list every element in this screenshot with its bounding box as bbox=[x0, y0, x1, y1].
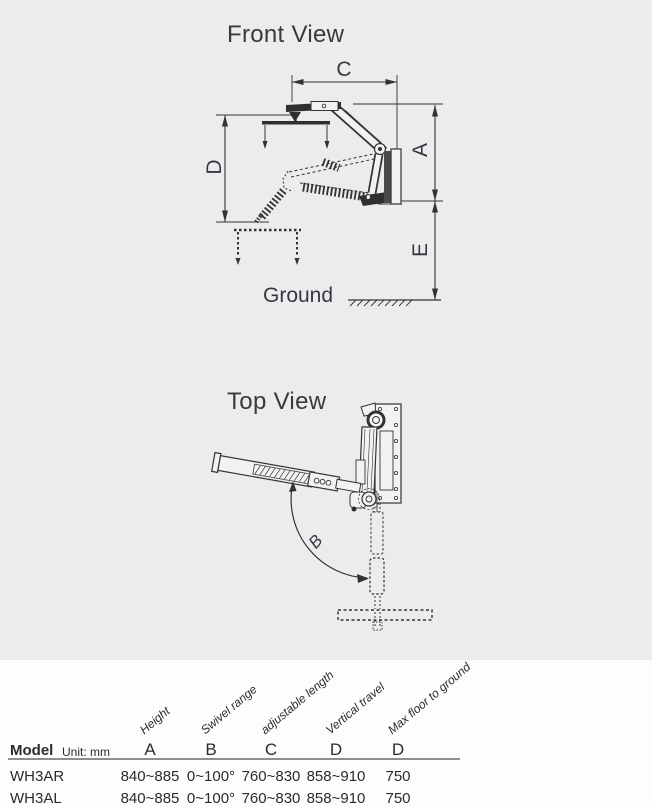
crane-arm-raised bbox=[286, 101, 402, 206]
mast-cylinder bbox=[355, 402, 386, 494]
front-view-title: Front View bbox=[227, 21, 345, 48]
value-cell: 760~830 bbox=[241, 790, 301, 807]
ground-label: Ground bbox=[263, 284, 334, 307]
column-header-1: Swivel range bbox=[198, 682, 260, 737]
column-letter-1: B bbox=[205, 740, 217, 759]
model-name: WH3AL bbox=[10, 790, 62, 807]
table-row: WH3AR 840~885 0~100° 760~830 858~910 750 bbox=[0, 768, 652, 788]
unit-label: Unit: mm bbox=[62, 745, 110, 759]
column-header-4: Max floor to ground bbox=[385, 659, 474, 737]
table-row: WH3AL 840~885 0~100° 760~830 858~910 750 bbox=[0, 790, 652, 807]
technical-drawing bbox=[210, 75, 443, 631]
column-letter-0: A bbox=[144, 740, 156, 759]
dimension-d bbox=[216, 114, 296, 223]
value-cell: 760~830 bbox=[241, 768, 301, 785]
front-view-drawing bbox=[216, 75, 443, 307]
value-cell: 0~100° bbox=[186, 790, 236, 807]
swivel-arm bbox=[210, 451, 362, 493]
dim-label-e: E bbox=[409, 243, 432, 258]
swivel-arc bbox=[289, 481, 369, 583]
top-view-title: Top View bbox=[227, 388, 327, 415]
model-name: WH3AR bbox=[10, 768, 65, 785]
value-cell: 858~910 bbox=[306, 790, 366, 807]
value-cell: 858~910 bbox=[306, 768, 366, 785]
value-cell: 0~100° bbox=[186, 768, 236, 785]
top-view-drawing bbox=[210, 402, 433, 631]
column-header-0: Height bbox=[137, 703, 173, 737]
swivel-arm-rotated-dashed bbox=[337, 503, 433, 631]
crane-arm-lowered-dashed bbox=[234, 153, 375, 265]
column-letter-4: D bbox=[391, 740, 405, 759]
dim-label-c: C bbox=[336, 58, 352, 81]
column-letter-2: C bbox=[264, 740, 278, 759]
model-column-header: Model bbox=[10, 742, 54, 759]
value-cell: 750 bbox=[385, 768, 411, 785]
dim-label-d: D bbox=[203, 159, 226, 175]
hanger-bar bbox=[262, 112, 330, 149]
value-cell: 840~885 bbox=[120, 768, 180, 785]
ground-line bbox=[348, 299, 441, 307]
value-cell: 840~885 bbox=[120, 790, 180, 807]
column-letter-3: D bbox=[329, 740, 343, 759]
table-divider bbox=[8, 758, 460, 760]
column-header-3: Vertical travel bbox=[323, 679, 388, 737]
dim-label-a: A bbox=[409, 143, 432, 158]
value-cell: 750 bbox=[385, 790, 411, 807]
